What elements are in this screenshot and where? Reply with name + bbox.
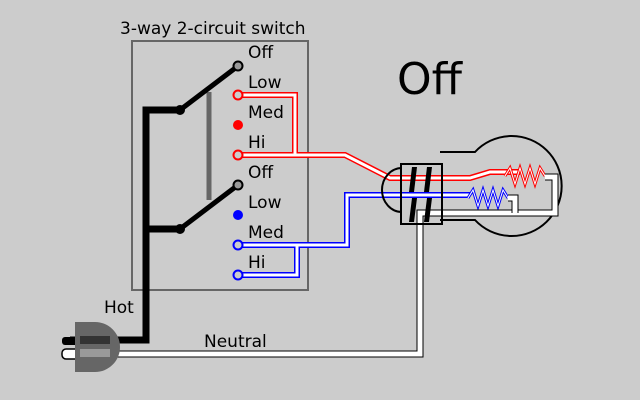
- terminal-low-2: [233, 210, 243, 220]
- terminals-circuit-2: [232, 179, 244, 281]
- terminal-off-1: [232, 60, 244, 72]
- state-label: Off: [397, 54, 462, 105]
- terminals-circuit-1: [232, 60, 244, 161]
- terminal-hi-1: [232, 149, 244, 161]
- switch-title: 3-way 2-circuit switch: [120, 19, 306, 39]
- terminal-hi-2: [232, 269, 244, 281]
- label-med-2: Med: [248, 223, 284, 243]
- terminal-off-2: [232, 179, 244, 191]
- socket-base: [400, 163, 443, 225]
- neutral-wire-core: [70, 222, 423, 357]
- bulb-outline: [440, 135, 563, 237]
- blue-wire: [238, 184, 510, 278]
- label-off-1: Off: [248, 43, 274, 63]
- label-low-1: Low: [248, 73, 282, 93]
- terminal-low-1: [232, 89, 244, 101]
- pivot-1: [175, 105, 185, 115]
- switch-box: [131, 40, 309, 291]
- hot-label: Hot: [104, 298, 134, 318]
- socket-arc: [381, 167, 403, 213]
- switch-lever-2: [178, 183, 240, 231]
- pivot-2: [175, 224, 185, 234]
- neutral-label: Neutral: [204, 332, 267, 352]
- label-off-2: Off: [248, 163, 274, 183]
- label-hi-1: Hi: [248, 133, 266, 153]
- label-med-1: Med: [248, 103, 284, 123]
- plug: [61, 322, 120, 372]
- terminal-med-1: [233, 120, 243, 130]
- label-hi-2: Hi: [248, 253, 266, 273]
- socket-contacts: [409, 167, 432, 222]
- switch-lever-1: [178, 64, 240, 112]
- label-low-2: Low: [248, 193, 282, 213]
- terminal-med-2: [232, 239, 244, 251]
